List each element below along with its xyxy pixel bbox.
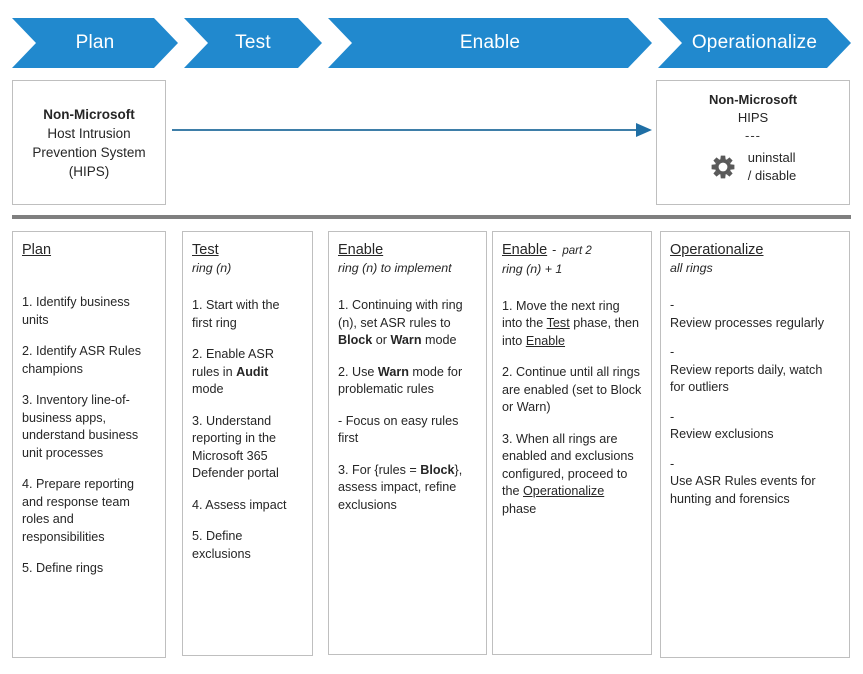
- arrow-right-icon: [172, 123, 652, 137]
- column-enable-spacer: [338, 277, 477, 297]
- column-enable-subheading: ring (n) to implement: [338, 261, 452, 275]
- list-item: 2. Identify ASR Rules champions: [22, 344, 142, 376]
- hips-box-title: Non-Microsoft: [43, 106, 135, 122]
- column-enable-heading: Enable: [338, 242, 384, 258]
- column-plan-spacer: [22, 260, 156, 294]
- column-test-subheading: ring (n): [192, 261, 232, 275]
- list-item: 5. Define rings: [22, 561, 104, 575]
- list-item: 4. Assess impact: [192, 497, 287, 512]
- column-enable-header: Enable: [338, 241, 477, 260]
- transition-arrow: [172, 118, 652, 142]
- removal-action-text: uninstall / disable: [748, 149, 796, 185]
- chevron-plan-label: Plan: [75, 32, 115, 53]
- list-item: 1. Start with the first ring: [192, 298, 280, 330]
- chevron-enable-label: Enable: [459, 32, 521, 53]
- list-item: 1. Continuing with ring (n), set ASR rul…: [338, 298, 463, 347]
- column-enable: Enable ring (n) to implement 1. Continui…: [328, 231, 487, 655]
- hips-box-line-2: Prevention System: [32, 144, 146, 160]
- column-plan-heading: Plan: [22, 242, 52, 258]
- column-operationalize-header: Operationalize: [670, 241, 840, 260]
- removal-box-subtitle: HIPS: [737, 110, 769, 125]
- list-item: 1. Identify business units: [22, 295, 130, 327]
- column-test-heading: Test: [192, 242, 219, 258]
- column-plan-items: 1. Identify business units 2. Identify AS…: [22, 294, 156, 578]
- column-test: Test ring (n) 1. Start with the first ri…: [182, 231, 313, 656]
- column-enable-part-2-header: Enable-part 2: [502, 241, 642, 261]
- removal-action-line-1: uninstall: [747, 150, 796, 165]
- list-item: -Review exclusions: [670, 409, 774, 442]
- list-item: 3. Understand reporting in the Microsoft…: [192, 413, 279, 481]
- column-enable-part-2-subheading: ring (n) + 1: [502, 261, 563, 276]
- column-enable-part-2: Enable-part 2 ring (n) + 1 1. Move the n…: [492, 231, 652, 655]
- column-operationalize-items: -Review processes regularly -Review repor…: [670, 297, 840, 508]
- column-operationalize-spacer: [670, 277, 840, 297]
- chevron-operationalize-label: Operationalize: [691, 32, 818, 53]
- list-item: 3. When all rings are enabled and exclus…: [502, 431, 634, 516]
- list-item: -Review processes regularly: [670, 298, 824, 330]
- list-item: 1. Move the next ring into the Test phas…: [502, 298, 640, 348]
- column-test-header: Test: [192, 241, 303, 260]
- column-plan: Plan 1. Identify business units 2. Identi…: [12, 231, 166, 658]
- chevron-test[interactable]: Test: [184, 18, 322, 68]
- chevron-plan[interactable]: Plan: [12, 18, 178, 68]
- column-enable-items: 1. Continuing with ring (n), set ASR rul…: [338, 297, 477, 514]
- non-microsoft-hips-removal-box: Non-Microsoft HIPS ---: [656, 80, 850, 205]
- column-enable-part-2-items: 1. Move the next ring into the Test phas…: [502, 298, 642, 519]
- list-item: 2. Use Warn mode for problematic rules: [338, 364, 463, 397]
- non-microsoft-hips-box: Non-Microsoft Host Intrusion Prevention …: [12, 80, 166, 205]
- column-test-items: 1. Start with the first ring 2. Enable AS…: [192, 297, 303, 563]
- hips-box-line-1: Host Intrusion: [47, 125, 131, 141]
- column-enable-part-2-heading: Enable: [502, 242, 548, 258]
- list-item: 2. Continue until all rings are enabled …: [502, 365, 642, 414]
- removal-box-separator: ---: [745, 128, 761, 143]
- section-divider: [12, 215, 851, 219]
- column-operationalize-heading: Operationalize: [670, 242, 764, 258]
- chevron-enable[interactable]: Enable: [328, 18, 652, 68]
- chevron-operationalize[interactable]: Operationalize: [658, 18, 851, 68]
- gear-icon: [710, 154, 736, 180]
- removal-action-line-2: / disable: [747, 168, 797, 183]
- phase-chevron-banner: Plan Test Enable Operationalize: [0, 18, 863, 68]
- removal-box-title: Non-Microsoft: [708, 92, 798, 107]
- column-enable-part-2-dash: -: [552, 243, 557, 257]
- column-enable-part-2-spacer: [502, 278, 642, 298]
- list-item: 2. Enable ASR rules in Audit mode: [192, 347, 274, 396]
- list-item: 5. Define exclusions: [192, 529, 251, 561]
- list-item: - Focus on easy rules first: [338, 413, 459, 446]
- list-item: -Review reports daily, watch for outlier…: [670, 345, 823, 394]
- removal-action-row: uninstall / disable: [663, 149, 843, 185]
- column-operationalize-subheading: all rings: [670, 261, 713, 275]
- list-item: 4. Prepare reporting and response team r…: [22, 477, 135, 544]
- column-test-spacer: [192, 277, 303, 297]
- column-plan-header: Plan: [22, 241, 156, 260]
- list-item: -Use ASR Rules events for hunting and fo…: [670, 456, 816, 506]
- hips-box-line-3: (HIPS): [68, 163, 110, 179]
- chevron-test-label: Test: [235, 32, 271, 53]
- list-item: 3. For {rules = Block}, assess impact, r…: [338, 462, 463, 512]
- column-operationalize: Operationalize all rings -Review process…: [660, 231, 850, 658]
- column-enable-part-2-suffix: part 2: [562, 245, 592, 257]
- list-item: 3. Inventory line-of-business apps, unde…: [22, 393, 139, 460]
